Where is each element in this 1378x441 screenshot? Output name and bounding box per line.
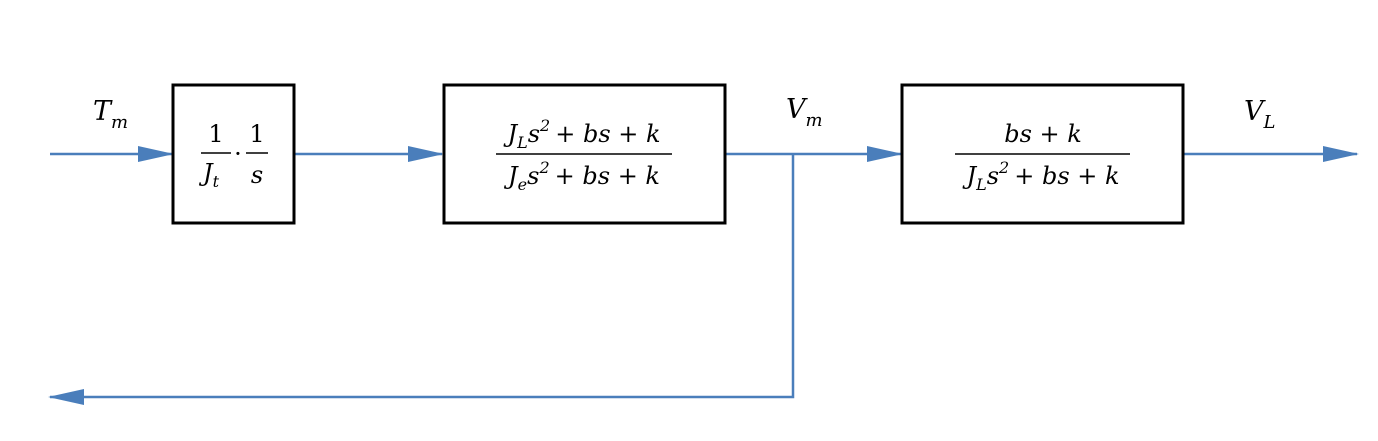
block1-left-numerator: 1 [208,120,223,148]
feedback-path-arrow [48,154,795,405]
intermediate-signal-label: Vm [786,94,823,131]
blocks [171,83,1185,225]
block2-numerator: JLs2+ bs + k [502,116,660,152]
output-signal-label: VL [1244,96,1275,133]
input-signal-label: Tm [93,96,128,133]
block1-operator: · [234,140,242,168]
block-load-transfer-expression: bs + k JLs2+ bs + k [961,120,1119,194]
block-motor-transfer-expression: JLs2+ bs + k Jes2+ bs + k [502,116,660,194]
block3-denominator: JLs2+ bs + k [961,158,1119,194]
block1-right-numerator: 1 [249,120,264,148]
block1-right-denominator: s [251,161,263,189]
block-inertia-integrator [171,83,296,225]
fraction-bars [201,152,1130,155]
block3-numerator: bs + k [1004,120,1082,148]
signal-lines [48,146,1359,405]
block2-denominator: Jes2+ bs + k [503,158,660,194]
